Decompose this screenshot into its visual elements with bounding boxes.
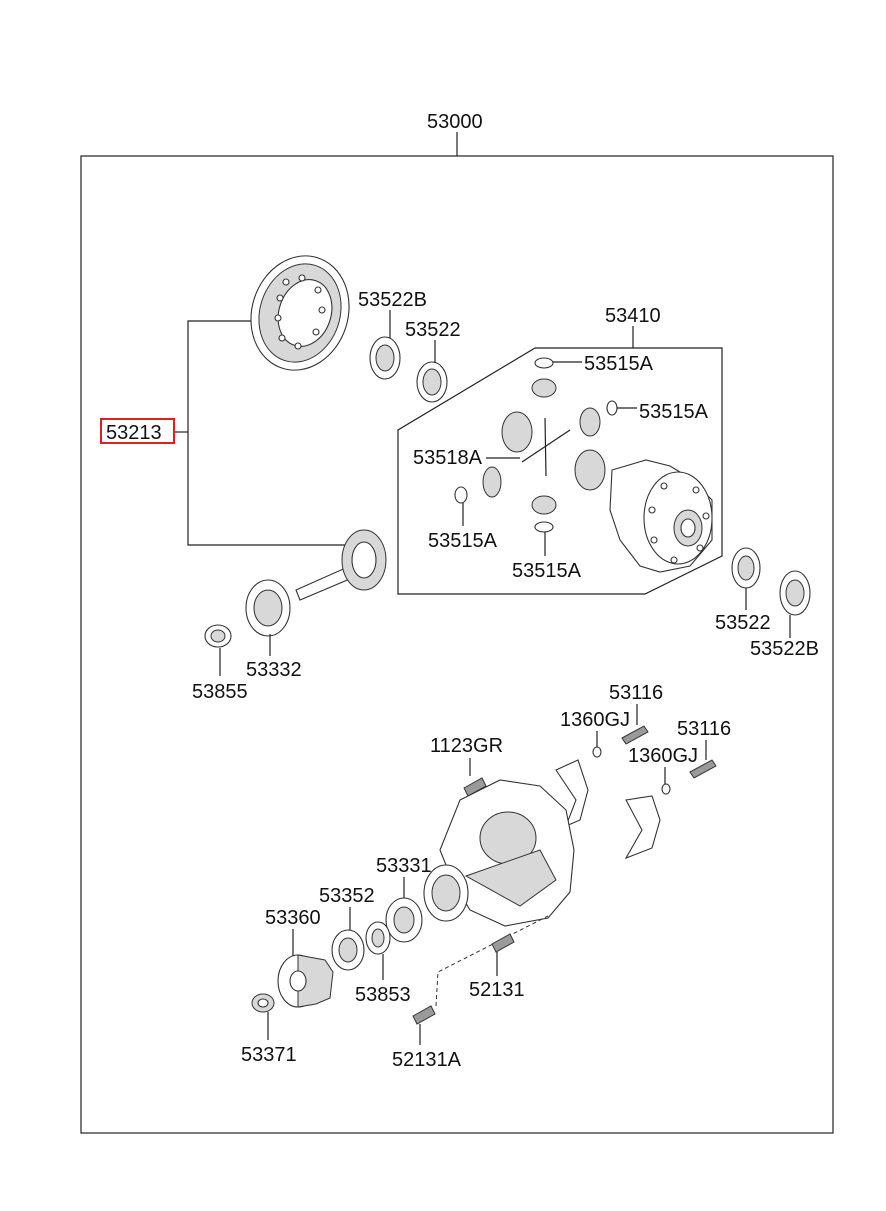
flange-nut [251, 993, 275, 1013]
label-washer-2[interactable]: 53515A [639, 401, 709, 423]
label-washer-3[interactable]: 53515A [428, 530, 498, 552]
stud-a [412, 1005, 436, 1025]
ring-gear [250, 255, 350, 371]
spacer [204, 624, 232, 648]
label-oil-seal[interactable]: 53352 [319, 885, 375, 907]
gear-set-highlight-box [100, 418, 175, 444]
washer-gj-2 [661, 783, 671, 795]
label-bearing-right-b[interactable]: 53522B [750, 638, 819, 660]
label-pinion-shaft[interactable]: 53518A [413, 447, 483, 469]
label-nut[interactable]: 53371 [241, 1044, 297, 1066]
label-diff-case[interactable]: 53410 [605, 305, 661, 327]
label-gear-set[interactable]: 53213 [106, 422, 162, 444]
label-bearing-right[interactable]: 53522 [715, 612, 771, 634]
label-front-bearing[interactable]: 53331 [376, 855, 432, 877]
diff-case-frame [397, 347, 723, 595]
label-washer-1[interactable]: 53515A [584, 353, 654, 375]
label-bolt-2[interactable]: 53116 [677, 718, 731, 740]
label-flange-washer[interactable]: 53853 [355, 984, 411, 1006]
label-spacer[interactable]: 53855 [192, 681, 248, 703]
bearing-top-b [369, 336, 401, 380]
stud [491, 933, 515, 953]
oil-seal [331, 929, 365, 971]
label-stud[interactable]: 52131 [469, 979, 525, 1001]
drive-pinion [295, 529, 387, 601]
bearing-right-b [779, 570, 811, 616]
bolt-1 [621, 725, 649, 745]
washer-gj-1 [592, 746, 602, 758]
label-bolt-1[interactable]: 53116 [609, 682, 663, 704]
label-washer-gj-1[interactable]: 1360GJ [560, 709, 630, 731]
bearing-cap-2 [624, 795, 661, 860]
pinion-bearing [245, 579, 291, 637]
bearing-top [416, 361, 448, 403]
label-bearing-top[interactable]: 53522 [405, 319, 461, 341]
label-bearing-top-b[interactable]: 53522B [358, 289, 427, 311]
label-assembly[interactable]: 53000 [427, 111, 483, 133]
bearing-right [731, 547, 761, 589]
assembly-frame [80, 155, 834, 1134]
label-washer-4[interactable]: 53515A [512, 560, 582, 582]
bolt-2 [689, 759, 717, 779]
label-stud-a[interactable]: 52131A [392, 1049, 462, 1071]
flange-washer [365, 921, 391, 955]
label-plug[interactable]: 1123GR [430, 735, 503, 757]
carrier-housing [423, 779, 575, 927]
companion-flange [277, 954, 334, 1008]
diff-case [609, 459, 713, 573]
label-washer-gj-2[interactable]: 1360GJ [628, 745, 698, 767]
label-pinion-bearing[interactable]: 53332 [246, 659, 302, 681]
gear-set-bracket [187, 320, 345, 546]
bearing-cap-1 [555, 759, 589, 828]
label-flange[interactable]: 53360 [265, 907, 321, 929]
plug [463, 777, 487, 797]
diff-internals [454, 357, 618, 533]
front-bearing [385, 897, 423, 943]
